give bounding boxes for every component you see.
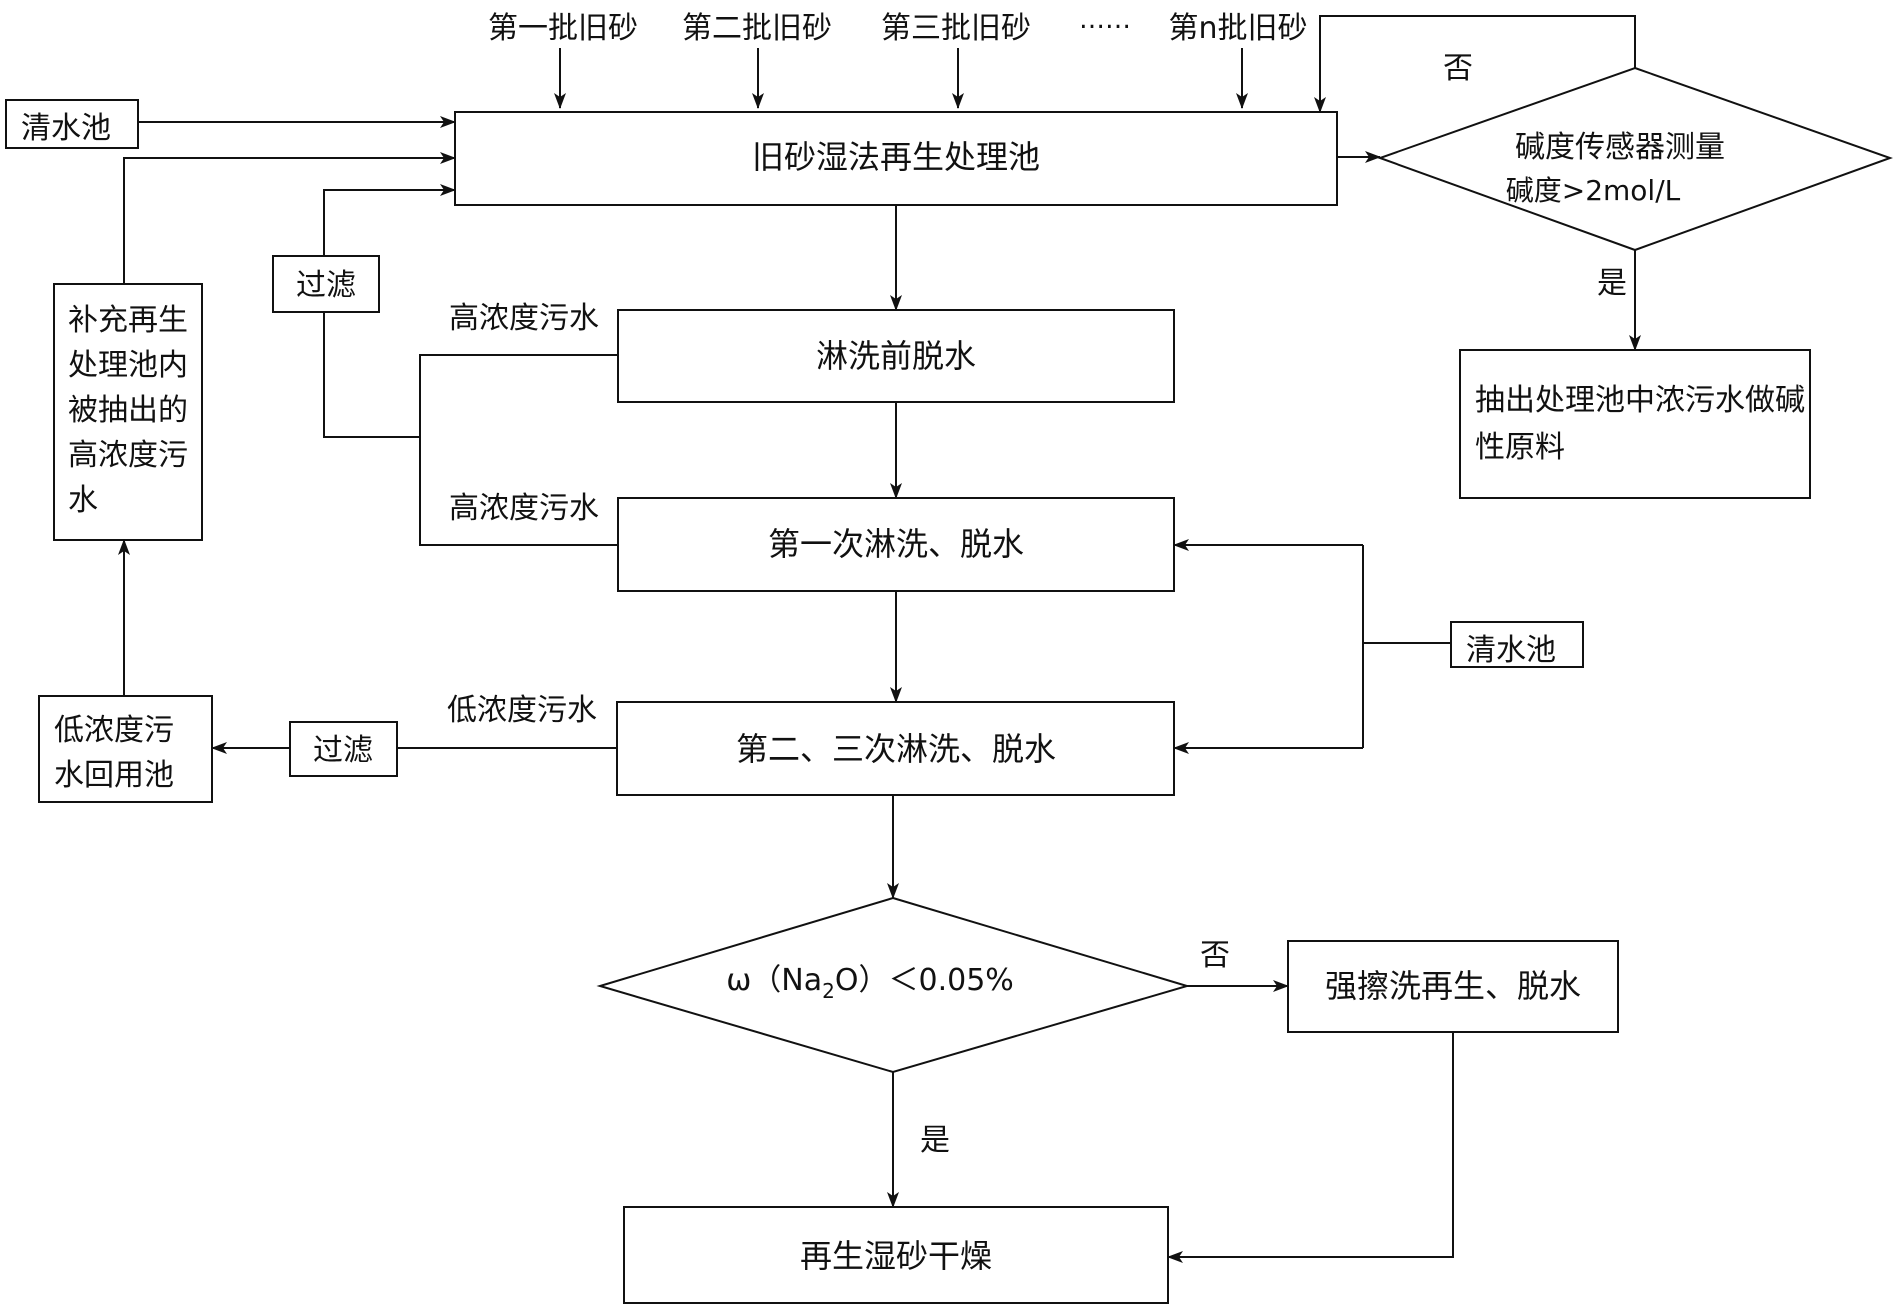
batch-n-label: 第n批旧砂 <box>1168 11 1307 46</box>
second-rinse-label: 第二、三次淋洗、脱水 <box>736 730 1056 768</box>
sensor-no-label: 否 <box>1443 51 1473 86</box>
low-pool-label-line2: 水回用池 <box>54 758 174 793</box>
batch-ellipsis: …… <box>1079 5 1131 35</box>
decision-no-label: 否 <box>1200 938 1230 973</box>
line-high-conc-to-filter <box>323 312 420 438</box>
regen-pool-label: 旧砂湿法再生处理池 <box>752 138 1040 176</box>
decision-yes-label: 是 <box>920 1123 950 1158</box>
high-conc-label-2: 高浓度污水 <box>449 491 599 526</box>
strong-scrub-label: 强擦洗再生、脱水 <box>1325 967 1581 1005</box>
dry-box <box>623 1206 1169 1304</box>
filter-bottom-box <box>289 721 398 777</box>
clear-pool-top-label: 清水池 <box>21 111 111 146</box>
low-pool-label-line1: 低浓度污 <box>54 713 174 748</box>
clear-pool-top-box <box>5 99 139 149</box>
strong-scrub-box <box>1287 940 1619 1033</box>
sensor-label-line1: 碱度传感器测量 <box>1515 130 1725 165</box>
low-conc-label: 低浓度污水 <box>447 693 597 728</box>
refill-label-line2: 处理池内 <box>68 348 188 383</box>
refill-label-line5: 水 <box>68 483 98 518</box>
sensor-label-line2: 碱度>2mol/L <box>1506 174 1681 207</box>
na2o-subscript: 2 <box>822 979 835 1003</box>
extract-label-line2: 性原料 <box>1475 430 1565 465</box>
pre-dewater-box <box>617 309 1175 403</box>
refill-label-line4: 高浓度污 <box>68 438 188 473</box>
filter-bottom-label: 过滤 <box>313 733 373 768</box>
clear-pool-right-box <box>1450 621 1584 668</box>
na2o-prefix: ω（Na <box>726 963 822 998</box>
dry-label: 再生湿砂干燥 <box>800 1237 992 1275</box>
first-rinse-box <box>617 497 1175 592</box>
batch-1-label: 第一批旧砂 <box>488 11 638 46</box>
refill-label-line1: 补充再生 <box>68 303 188 338</box>
arrow-strong-scrub-to-dry <box>1167 1032 1454 1263</box>
high-conc-label-1: 高浓度污水 <box>449 301 599 336</box>
na2o-decision-label: ω（Na2O）＜0.05% <box>726 963 1014 1003</box>
arrow-refill-to-regen <box>123 152 456 284</box>
clear-pool-right-label: 清水池 <box>1466 633 1556 668</box>
pre-dewater-label: 淋洗前脱水 <box>816 337 976 375</box>
arrow-sensor-no-loop <box>1314 15 1636 113</box>
line-high-conc-trunk <box>419 354 618 546</box>
low-pool-box <box>38 695 213 803</box>
batch-3-label: 第三批旧砂 <box>881 11 1031 46</box>
extract-label-line1: 抽出处理池中浓污水做碱 <box>1475 383 1805 418</box>
filter-top-label: 过滤 <box>296 268 356 303</box>
na2o-suffix: O）＜0.05% <box>835 963 1014 998</box>
first-rinse-label: 第一次淋洗、脱水 <box>768 525 1024 563</box>
batch-2-label: 第二批旧砂 <box>682 11 832 46</box>
filter-top-box <box>272 255 380 313</box>
sensor-yes-label: 是 <box>1597 266 1627 301</box>
extract-box <box>1459 349 1811 499</box>
arrow-filter-to-regen <box>323 184 456 256</box>
second-rinse-box <box>616 701 1175 796</box>
refill-label-line3: 被抽出的 <box>68 393 188 428</box>
